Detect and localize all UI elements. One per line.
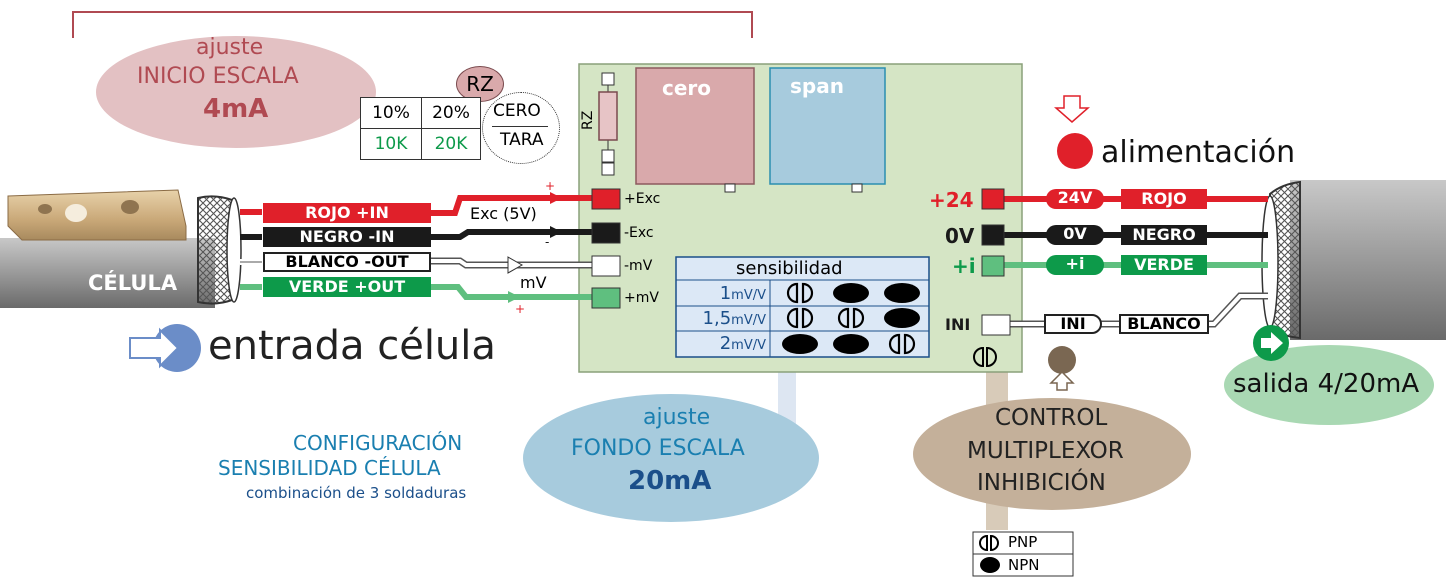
wire-rojo-in: ROJO +IN [263, 203, 431, 223]
output-ellipse [1224, 345, 1434, 425]
start-scale-line2: INICIO ESCALA [137, 64, 299, 89]
svg-text:+: + [545, 179, 555, 193]
terminal-ini: INI [945, 315, 971, 334]
sensitivity-unit: mV/V [731, 288, 766, 303]
solder-pad-closed [782, 334, 818, 354]
full-scale-line1: ajuste [643, 405, 711, 430]
tag-24v: 24V [1046, 189, 1104, 209]
wire-negro-in: NEGRO -IN [263, 227, 431, 247]
top-bracket [72, 11, 753, 38]
terminal-0v: 0V [945, 224, 975, 248]
output-arrow-icon [1253, 325, 1289, 361]
rz-res-10k: 10K [360, 128, 422, 160]
solder-pad-closed [833, 283, 869, 303]
ini-solder-pad [973, 346, 997, 368]
input-label: entrada célula [208, 323, 496, 369]
sensitivity-row: 1mV/V [676, 281, 770, 307]
wire-verde-out: VERDE +OUT [263, 277, 431, 297]
left-cable [0, 238, 215, 308]
span-pot-label: span [790, 74, 844, 98]
input-arrow-icon [129, 324, 201, 372]
mv-label: mV [520, 273, 547, 292]
wire-verde: VERDE [1121, 255, 1207, 275]
control-line2: MULTIPLEXOR [967, 438, 1124, 464]
cero-pot [635, 67, 755, 185]
power-arrow [1054, 95, 1090, 123]
cell-label: CÉLULA [88, 271, 178, 295]
solder-pad-open [786, 282, 814, 304]
start-scale-ellipse [96, 36, 376, 148]
sensitivity-row: 2mV/V [676, 331, 770, 357]
solder-pad-open [888, 333, 916, 355]
solder-pad-open [786, 307, 814, 329]
rz-resistor-label: RZ [580, 110, 596, 130]
rz-res-20k: 20K [421, 128, 481, 160]
cero-tara-circle [482, 92, 560, 164]
power-label: alimentación [1101, 135, 1296, 170]
full-scale-value: 20mA [628, 466, 712, 496]
start-scale-value: 4mA [203, 94, 269, 124]
terminal-plus-mv: +mV [624, 290, 659, 306]
cero-pot-label: cero [662, 76, 712, 100]
wire-blanco: BLANCO [1119, 314, 1209, 334]
config-line1: CONFIGURACIÓN [293, 431, 463, 455]
ini-dot [1048, 346, 1076, 374]
tara-label: TARA [500, 130, 544, 150]
control-line3: INHIBICIÓN [977, 470, 1106, 496]
wire-rojo: ROJO [1121, 189, 1207, 209]
sensitivity-title: sensibilidad [736, 258, 843, 279]
exc-label: Exc (5V) [470, 204, 537, 223]
sensitivity-value: 1,5 [702, 308, 732, 329]
tag-0v: 0V [1046, 225, 1104, 245]
control-line1: CONTROL [995, 405, 1108, 431]
terminal-plus-i: +i [952, 254, 976, 278]
svg-text:+: + [515, 302, 525, 316]
solder-pad-closed [833, 334, 869, 354]
terminal-minus-exc: -Exc [624, 225, 654, 241]
load-cell [7, 189, 187, 241]
solder-pad-open [837, 307, 865, 329]
svg-text:-: - [545, 235, 549, 249]
tag-plus-i: +i [1046, 255, 1104, 275]
terminal-plus24: +24 [929, 188, 974, 212]
full-scale-ellipse [523, 394, 819, 522]
rz-badge: RZ [456, 66, 504, 102]
sensitivity-unit: mV/V [731, 338, 766, 353]
solder-pad-closed [884, 283, 920, 303]
wire-negro: NEGRO [1121, 225, 1207, 245]
sensitivity-row: 1,5mV/V [676, 306, 770, 332]
config-line2: SENSIBILIDAD CÉLULA [218, 456, 441, 480]
solder-pad-closed [884, 308, 920, 328]
rz-pct-10: 10% [360, 97, 422, 129]
cero-tara-divider [492, 126, 548, 127]
terminal-plus-exc: +Exc [624, 191, 661, 207]
pnp-label: PNP [1008, 533, 1038, 551]
control-ellipse [913, 398, 1191, 510]
sensitivity-value: 1 [719, 283, 732, 304]
span-pot [769, 67, 886, 185]
wire-blanco-out: BLANCO -OUT [263, 252, 431, 272]
tag-ini: INI [1044, 314, 1102, 334]
power-dot [1057, 133, 1093, 169]
terminal-minus-mv: -mV [624, 258, 653, 274]
sensitivity-value: 2 [719, 333, 732, 354]
start-scale-line1: ajuste [196, 35, 264, 60]
full-scale-line2: FONDO ESCALA [571, 436, 745, 461]
output-label: salida 4/20mA [1233, 369, 1420, 399]
cero-label: CERO [493, 101, 541, 121]
rz-pct-20: 20% [421, 97, 481, 129]
right-cable [1290, 180, 1446, 340]
npn-label: NPN [1008, 556, 1040, 574]
config-line3: combinación de 3 soldaduras [246, 484, 467, 502]
sensitivity-unit: mV/V [731, 313, 766, 328]
